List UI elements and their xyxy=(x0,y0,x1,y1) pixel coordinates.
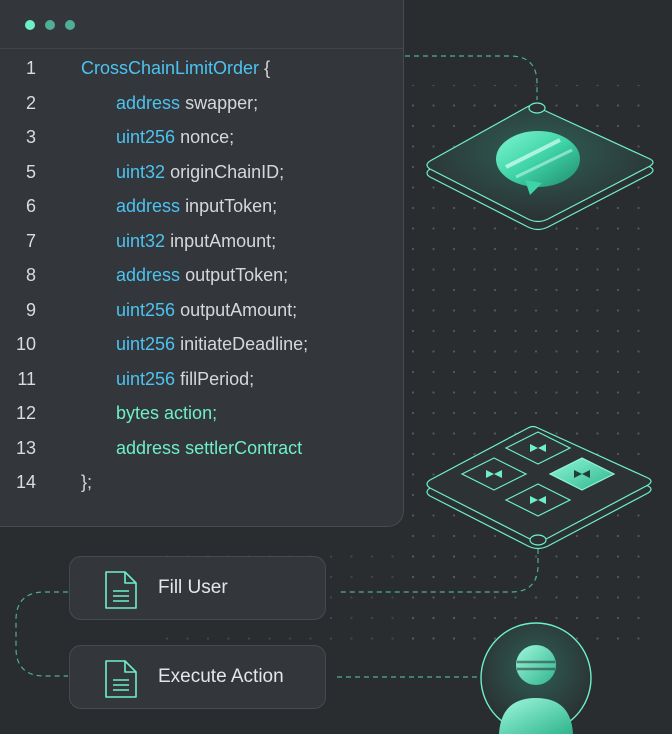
code-line: 2 address swapper; xyxy=(0,91,404,115)
minimize-dot[interactable] xyxy=(45,20,55,30)
code-text: }; xyxy=(81,470,92,494)
code-line: 13 address settlerContract xyxy=(0,436,404,460)
code-keyword: address xyxy=(116,437,181,458)
code-identifier: outputAmount; xyxy=(180,299,298,320)
line-number: 12 xyxy=(15,403,36,423)
line-number: 13 xyxy=(15,437,36,458)
code-line: 14}; xyxy=(0,470,404,494)
message-platform xyxy=(426,102,654,231)
code-text: bytes action; xyxy=(116,401,217,425)
line-number: 6 xyxy=(25,196,36,216)
code-line: 5 uint32 originChainID; xyxy=(0,160,404,184)
line-number: 7 xyxy=(25,230,36,251)
line-number: 9 xyxy=(25,299,36,320)
code-text: uint256 nonce; xyxy=(116,125,234,149)
code-text: uint256 outputAmount; xyxy=(116,298,297,322)
code-keyword: address xyxy=(116,196,181,216)
code-identifier: inputToken; xyxy=(185,196,278,216)
code-identifier: inputAmount; xyxy=(170,230,277,251)
chat-bubble-icon xyxy=(496,131,580,195)
code-keyword: uint256 xyxy=(116,127,176,147)
code-keyword: uint256 xyxy=(116,334,176,354)
code-line: 3 uint256 nonce; xyxy=(0,125,404,149)
code-identifier: action; xyxy=(164,403,218,423)
fill-user-card[interactable]: Fill User xyxy=(69,556,326,620)
line-number: 11 xyxy=(17,368,36,389)
code-text: uint32 inputAmount; xyxy=(116,229,276,253)
line-number: 3 xyxy=(25,127,36,147)
grid-platform xyxy=(426,425,652,550)
bowtie-grid-icon xyxy=(460,431,616,517)
line-number: 1 xyxy=(25,58,36,78)
line-number: 2 xyxy=(25,92,36,113)
execute-action-card[interactable]: Execute Action xyxy=(69,645,326,709)
code-text: uint32 originChainID; xyxy=(116,160,284,184)
code-line: 1 CrossChainLimitOrder { xyxy=(0,56,404,80)
user-avatar-icon xyxy=(480,622,592,734)
code-text: address outputToken; xyxy=(116,263,288,287)
code-keyword: uint32 xyxy=(116,230,166,251)
code-keyword: bytes xyxy=(116,403,160,423)
code-identifier: }; xyxy=(81,472,93,492)
code-text: uint256 fillPeriod; xyxy=(116,367,254,391)
window-titlebar xyxy=(0,0,403,49)
line-number: 10 xyxy=(15,334,36,354)
code-text: CrossChainLimitOrder { xyxy=(81,56,270,80)
code-text: address inputToken; xyxy=(116,194,277,218)
code-keyword: address xyxy=(116,92,181,113)
document-icon xyxy=(105,660,137,698)
line-number: 8 xyxy=(25,265,36,285)
code-text: uint256 initiateDeadline; xyxy=(116,332,308,356)
code-text: address swapper; xyxy=(116,91,258,115)
line-number: 14 xyxy=(15,472,36,492)
code-keyword: address xyxy=(116,265,181,285)
code-line: 12 bytes action; xyxy=(0,401,404,425)
code-identifier: swapper; xyxy=(185,92,259,113)
code-line: 10 uint256 initiateDeadline; xyxy=(0,332,404,356)
code-keyword: uint256 xyxy=(116,299,176,320)
code-identifier: originChainID; xyxy=(170,161,285,182)
code-editor-panel xyxy=(0,0,404,527)
code-line: 7 uint32 inputAmount; xyxy=(0,229,404,253)
code-line: 11 uint256 fillPeriod; xyxy=(0,367,404,391)
code-keyword: CrossChainLimitOrder xyxy=(81,58,260,78)
code-keyword: uint256 xyxy=(116,368,176,389)
code-identifier: settlerContract xyxy=(185,437,303,458)
document-icon xyxy=(105,571,137,609)
code-identifier: fillPeriod; xyxy=(180,368,255,389)
close-dot[interactable] xyxy=(25,20,35,30)
code-identifier: { xyxy=(264,58,271,78)
code-identifier: nonce; xyxy=(180,127,235,147)
code-identifier: initiateDeadline; xyxy=(180,334,309,354)
code-line: 6 address inputToken; xyxy=(0,194,404,218)
fill-user-label: Fill User xyxy=(158,577,228,598)
code-keyword: uint32 xyxy=(116,161,166,182)
code-line: 8 address outputToken; xyxy=(0,263,404,287)
code-text: address settlerContract xyxy=(116,436,302,460)
execute-action-label: Execute Action xyxy=(158,666,284,687)
code-line: 9 uint256 outputAmount; xyxy=(0,298,404,322)
code-identifier: outputToken; xyxy=(185,265,289,285)
maximize-dot[interactable] xyxy=(65,20,75,30)
line-number: 5 xyxy=(25,161,36,182)
